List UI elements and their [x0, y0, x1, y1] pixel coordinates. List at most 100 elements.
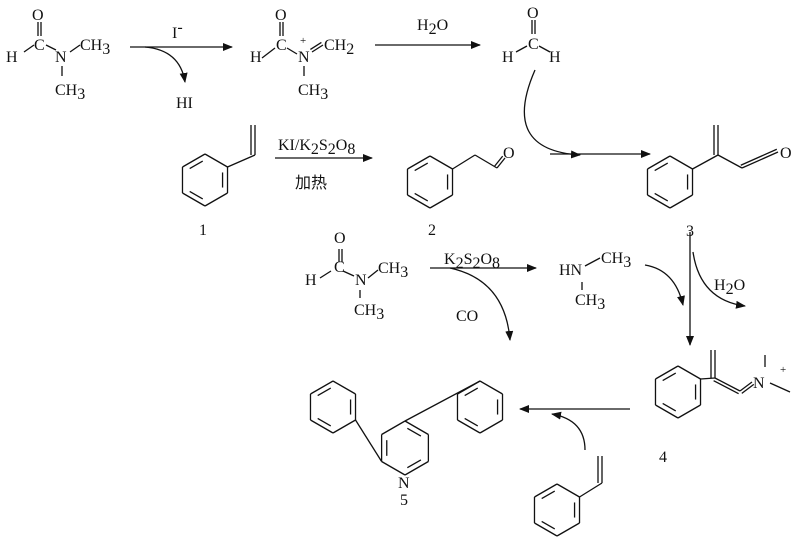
bond — [452, 154, 476, 170]
ring-double-bond — [317, 387, 332, 397]
bond-layer — [23, 20, 791, 537]
ring-double-bond — [414, 192, 429, 202]
ring-bond — [479, 380, 503, 395]
iminium-molecule: O C H N + CH2 CH3 — [250, 7, 354, 103]
bond — [538, 45, 551, 53]
methyl: CH3 — [298, 82, 328, 103]
methyl: CH3 — [55, 82, 85, 103]
charge-plus: + — [780, 364, 786, 376]
bond — [515, 45, 528, 53]
dmf-molecule-2: O C H N CH3 CH3 — [305, 230, 408, 323]
compound-label-3: 3 — [686, 223, 694, 240]
compound-label-2: 2 — [428, 222, 436, 239]
bond — [23, 44, 35, 53]
ring-bond — [381, 460, 406, 476]
ring-double-bond — [541, 490, 556, 500]
bond — [286, 47, 298, 55]
methyl: CH3 — [354, 302, 384, 323]
atom-c: C — [276, 37, 287, 54]
ring-double-bond — [407, 459, 422, 469]
bond — [474, 154, 498, 169]
atom-hn: HN — [559, 262, 583, 279]
curved-arrow-water — [692, 251, 746, 309]
ring-bond — [182, 192, 206, 207]
ring-bond — [429, 194, 453, 209]
curved-arrow-amine — [644, 264, 685, 306]
charge-plus: + — [300, 35, 306, 47]
ring-bond — [381, 420, 406, 436]
ring-bond — [534, 522, 558, 537]
ring-bond — [204, 153, 228, 168]
ring-bond — [404, 460, 429, 476]
ring-double-bond — [541, 520, 556, 530]
atom-n: N — [298, 49, 310, 66]
double-bond — [310, 41, 322, 51]
atom-n: N — [55, 49, 67, 66]
ring-double-bond — [414, 162, 429, 172]
curved-arrow-formaldehyde — [523, 69, 581, 159]
reagent-ki-k2s2o8: KI/K2S2O8 — [278, 137, 355, 158]
ring-double-bond — [317, 417, 332, 427]
ring-bond — [677, 404, 701, 419]
ring-bond — [429, 155, 453, 170]
ring-bond — [332, 419, 356, 434]
byproduct-hi: HI — [176, 95, 193, 112]
ring-bond — [647, 155, 671, 170]
atom-c: C — [528, 36, 539, 53]
bond — [319, 270, 332, 279]
ring-bond — [677, 365, 701, 380]
bond — [342, 270, 355, 277]
bond — [692, 154, 719, 170]
bond — [69, 44, 81, 53]
ring-bond — [407, 194, 431, 209]
atom-o: O — [503, 145, 515, 162]
atom-n: N — [355, 272, 367, 289]
atom-n: N — [398, 475, 410, 492]
bond — [227, 154, 256, 168]
methylene: CH2 — [324, 37, 354, 58]
bond — [354, 419, 383, 462]
atom-h: H — [6, 49, 18, 66]
methyl: CH3 — [80, 37, 110, 58]
ring-double-bond — [654, 192, 669, 202]
double-bond — [714, 377, 741, 392]
ring-bond — [655, 365, 679, 380]
ring-bond — [556, 522, 580, 537]
ring-bond — [669, 155, 693, 170]
bond — [717, 154, 743, 169]
atom-h: H — [549, 49, 561, 66]
ring-bond — [332, 380, 356, 395]
double-bond — [713, 380, 739, 395]
compound-label-5: 5 — [400, 492, 408, 509]
atom-o: O — [32, 7, 44, 24]
double-bond — [494, 155, 504, 167]
reagent-k2s2o8: K2S2O8 — [444, 251, 500, 272]
ring-bond — [556, 483, 580, 498]
methyl: CH3 — [575, 292, 605, 313]
atom-o: O — [334, 230, 346, 247]
reagent-iodide: I- — [172, 19, 183, 42]
formaldehyde-molecule: O C H H — [502, 5, 561, 66]
ring-double-bond — [407, 427, 422, 437]
curved-arrow-co — [449, 267, 514, 341]
bond — [584, 257, 601, 267]
dimethylamine-molecule: HN CH3 CH3 — [559, 250, 631, 313]
atom-c: C — [34, 37, 45, 54]
ring-double-bond — [189, 160, 204, 170]
methyl: CH3 — [378, 260, 408, 281]
byproduct-co: CO — [456, 308, 478, 325]
ring-bond — [457, 419, 481, 434]
ring-bond — [404, 420, 429, 436]
ring-bond — [647, 194, 671, 209]
ring-bond — [310, 419, 334, 434]
ring-double-bond — [189, 190, 204, 200]
ring-bond — [534, 483, 558, 498]
bond — [579, 482, 603, 498]
byproduct-water: H2O — [714, 277, 745, 298]
condition-heating: 加热 — [295, 174, 327, 192]
ring-bond — [182, 153, 206, 168]
atom-o: O — [780, 145, 792, 162]
bond — [769, 382, 791, 393]
double-bond — [739, 381, 753, 392]
